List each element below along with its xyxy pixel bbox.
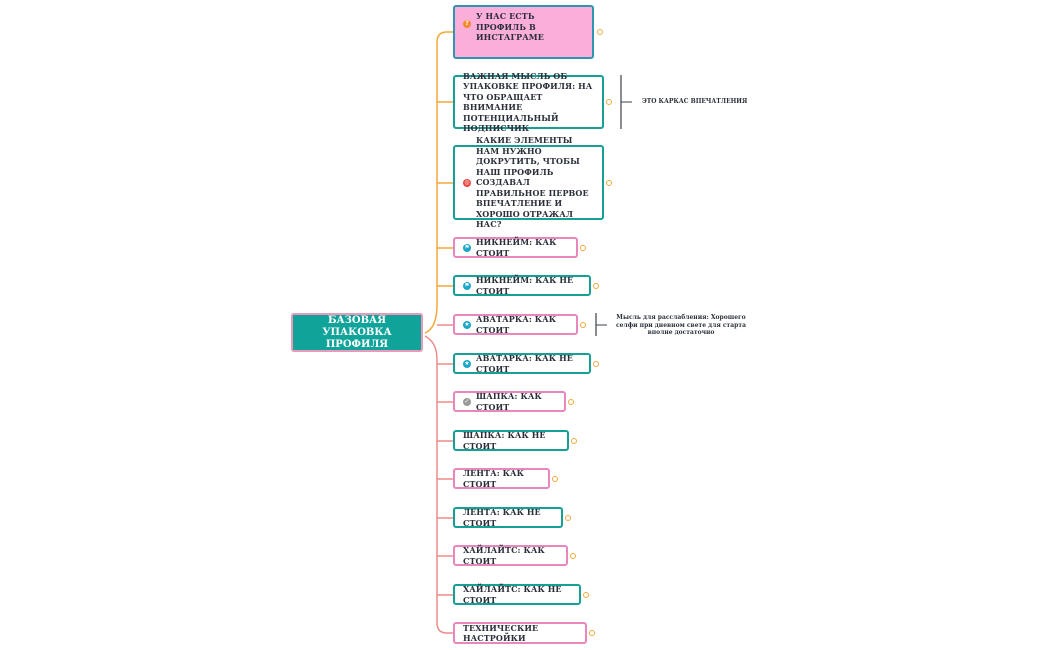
topic-technical-settings[interactable]: ТЕХНИЧЕСКИЕ НАСТРОЙКИ xyxy=(453,622,587,644)
star-icon: ★ xyxy=(463,320,471,329)
topic-highlights-do[interactable]: ХАЙЛАЙТС: КАК СТОИТ xyxy=(453,545,568,566)
topic-feed-do[interactable]: ЛЕНТА: КАК СТОИТ xyxy=(453,468,550,489)
topic-elements-to-improve[interactable]: ◎ КАКИЕ ЭЛЕМЕНТЫ НАМ НУЖНО ДОКРУТИТЬ, ЧТ… xyxy=(453,135,604,229)
collapse-toggle[interactable] xyxy=(606,180,612,186)
topic-label: ШАПКА: КАК СТОИТ xyxy=(476,391,542,412)
topic-label: КАКИЕ ЭЛЕМЕНТЫ НАМ НУЖНО ДОКРУТИТЬ, ЧТОБ… xyxy=(476,135,589,230)
collapse-toggle[interactable] xyxy=(593,283,599,289)
collapse-toggle[interactable] xyxy=(580,322,586,328)
topic-label: ЛЕНТА: КАК СТОИТ xyxy=(463,468,525,489)
root-topic-label: БАЗОВАЯ УПАКОВКА ПРОФИЛЯ xyxy=(322,314,392,350)
note-relax-thought: Мысль для расслабления: Хорошего селфи п… xyxy=(616,314,746,336)
topic-label: ВАЖНАЯ МЫСЛЬ ОБ УПАКОВКЕ ПРОФИЛЯ: НА ЧТО… xyxy=(463,70,593,134)
check-icon: ✓ xyxy=(463,397,471,406)
topic-avatar-dont[interactable]: ★ АВАТАРКА: КАК НЕ СТОИТ xyxy=(453,353,591,374)
flag-icon: ⚑ xyxy=(463,243,471,252)
collapse-toggle[interactable] xyxy=(593,361,599,367)
question-icon: ? xyxy=(463,20,471,28)
collapse-toggle[interactable] xyxy=(580,245,586,251)
topic-avatar-do[interactable]: ★ АВАТАРКА: КАК СТОИТ xyxy=(453,314,578,335)
star-icon: ★ xyxy=(463,359,471,368)
topic-label: ЛЕНТА: КАК НЕ СТОИТ xyxy=(463,507,541,528)
collapse-toggle[interactable] xyxy=(606,99,612,105)
topic-highlights-dont[interactable]: ХАЙЛАЙТС: КАК НЕ СТОИТ xyxy=(453,584,581,605)
topic-label: АВАТАРКА: КАК НЕ СТОИТ xyxy=(476,353,573,374)
topic-nickname-do[interactable]: ⚑ НИКНЕЙМ: КАК СТОИТ xyxy=(453,237,578,258)
topic-label: НИКНЕЙМ: КАК СТОИТ xyxy=(476,237,557,258)
topic-nickname-dont[interactable]: ⚑ НИКНЕЙМ: КАК НЕ СТОИТ xyxy=(453,275,591,296)
topic-feed-dont[interactable]: ЛЕНТА: КАК НЕ СТОИТ xyxy=(453,507,563,528)
collapse-toggle[interactable] xyxy=(568,399,574,405)
collapse-toggle[interactable] xyxy=(571,438,577,444)
collapse-toggle[interactable] xyxy=(565,515,571,521)
target-icon: ◎ xyxy=(463,178,471,187)
topic-label: У НАС ЕСТЬ ПРОФИЛЬ В ИНСТАГРАМЕ xyxy=(476,11,544,42)
collapse-toggle[interactable] xyxy=(589,630,595,636)
topic-label: НИКНЕЙМ: КАК НЕ СТОИТ xyxy=(476,275,574,296)
topic-important-thought[interactable]: ВАЖНАЯ МЫСЛЬ ОБ УПАКОВКЕ ПРОФИЛЯ: НА ЧТО… xyxy=(453,71,604,133)
topic-label: ТЕХНИЧЕСКИЕ НАСТРОЙКИ xyxy=(463,622,539,644)
collapse-toggle[interactable] xyxy=(570,553,576,559)
topic-header-dont[interactable]: ШАПКА: КАК НЕ СТОИТ xyxy=(453,430,569,451)
topic-profile-exists[interactable]: ? У НАС ЕСТЬ ПРОФИЛЬ В ИНСТАГРАМЕ xyxy=(453,5,594,59)
note-impression-frame: ЭТО КАРКАС ВПЕЧАТЛЕНИЯ xyxy=(642,98,748,105)
root-topic[interactable]: БАЗОВАЯ УПАКОВКА ПРОФИЛЯ xyxy=(291,313,423,352)
collapse-toggle[interactable] xyxy=(597,29,603,35)
flag-icon: ⚑ xyxy=(463,281,471,290)
topic-label: ХАЙЛАЙТС: КАК СТОИТ xyxy=(463,545,545,566)
topic-label: ХАЙЛАЙТС: КАК НЕ СТОИТ xyxy=(463,584,562,605)
topic-label: ШАПКА: КАК НЕ СТОИТ xyxy=(463,430,546,451)
topic-header-do[interactable]: ✓ ШАПКА: КАК СТОИТ xyxy=(453,391,566,412)
collapse-toggle[interactable] xyxy=(583,592,589,598)
topic-label: АВАТАРКА: КАК СТОИТ xyxy=(476,314,557,335)
collapse-toggle[interactable] xyxy=(552,476,558,482)
